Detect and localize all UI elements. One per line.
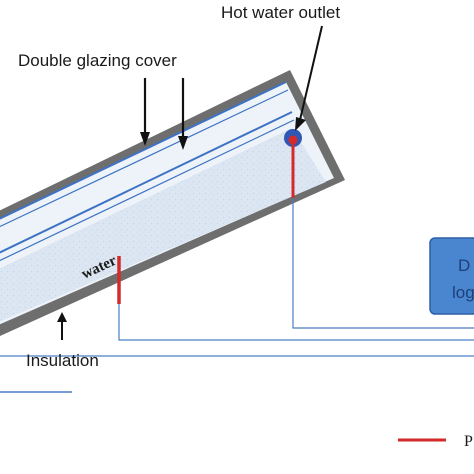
arrow-up-icon: [57, 312, 67, 322]
arrow-down-icon: [299, 25, 323, 121]
data-logger-label-2: log: [452, 283, 474, 302]
data-logger-label-1: D: [458, 256, 470, 275]
outlet-port-sensor: [288, 135, 298, 145]
arrow-down-icon-head: [295, 117, 306, 131]
wire-water: [118, 304, 474, 341]
glazing-line-inner: [0, 111, 293, 254]
insulation-label: Insulation: [26, 351, 99, 370]
glazing-line-outer-2: [0, 89, 289, 228]
wire-outlet: [292, 198, 474, 329]
legend-red-label: P: [464, 433, 473, 450]
glazing-line-inner-2: [0, 119, 295, 262]
hot-water-outlet-label: Hot water outlet: [221, 3, 340, 22]
arrow-down-icon: [178, 136, 188, 150]
arrow-down-icon: [140, 132, 150, 146]
double-glazing-cover-label: Double glazing cover: [18, 51, 177, 70]
water-region: [0, 128, 326, 322]
glazing-line-outer: [0, 81, 287, 220]
data-logger-box: [429, 237, 474, 315]
